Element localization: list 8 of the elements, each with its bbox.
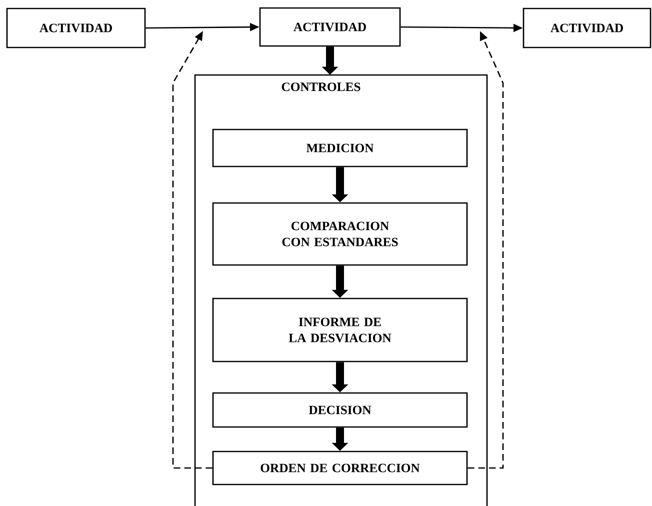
- process-box: COMPARACION CON ESTANDARES: [212, 202, 468, 266]
- process-box: DECISION: [212, 392, 468, 428]
- process-box: ORDEN DE CORRECCION: [212, 450, 468, 486]
- process-box: ACTIVIDAD: [259, 7, 401, 47]
- process-box: MEDICION: [212, 128, 468, 168]
- process-box: ACTIVIDAD: [6, 8, 146, 48]
- process-box: INFORME DE LA DESVIACION: [212, 298, 468, 362]
- process-box: ACTIVIDAD: [522, 8, 652, 48]
